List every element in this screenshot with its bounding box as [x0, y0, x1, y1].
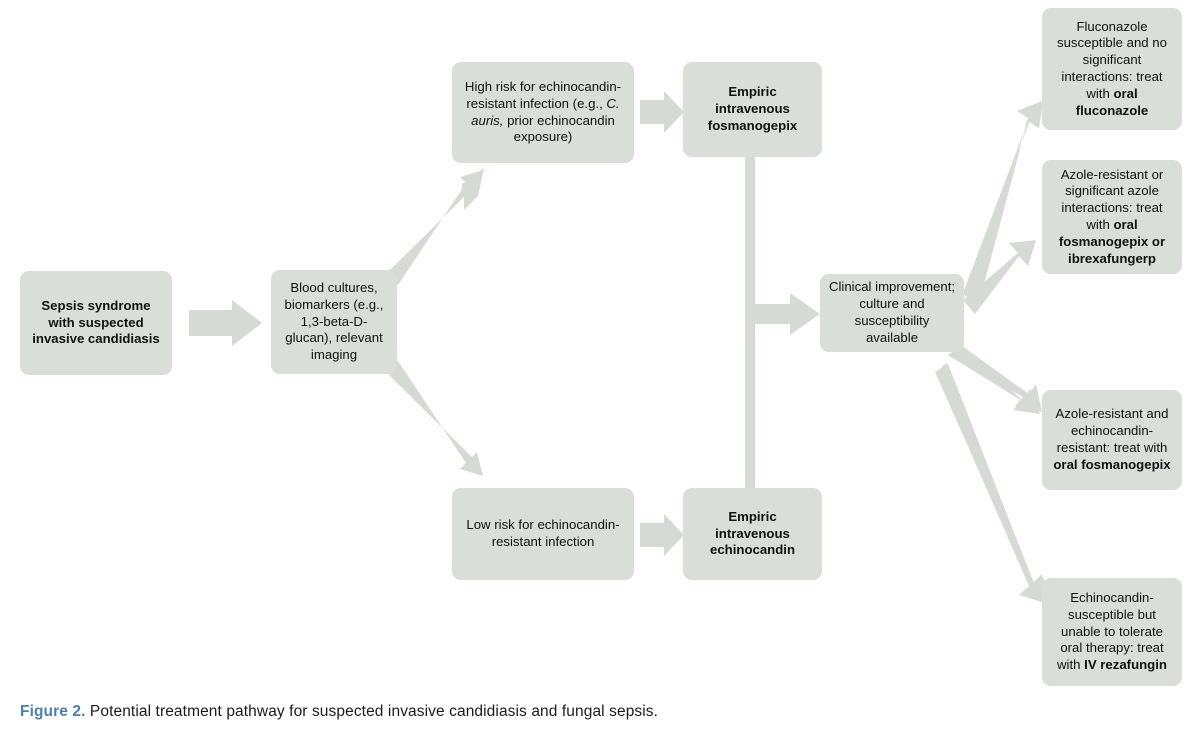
node-sepsis-syndrome[interactable]: Sepsis syndrome with suspected invasive … [20, 271, 172, 375]
arrow-clinical-to-fluconazole-shape [963, 101, 1042, 304]
node-outcome-echinocandin-susceptible-text: Echinocandin-susceptible but unable to t… [1057, 590, 1164, 673]
arrow-clinical-to-fluconazole [962, 103, 1043, 303]
node-sepsis-syndrome-label: Sepsis syndrome with suspected invasive … [32, 297, 160, 347]
figure-caption-text: Potential treatment pathway for suspecte… [89, 703, 659, 720]
node-high-risk-text-part1: High risk for echinocandin-resistant inf… [464, 78, 622, 111]
node-outcome-fluconazole[interactable]: Fluconazole susceptible and no significa… [1042, 8, 1182, 130]
node-outcome-fluconazole-text: Fluconazole susceptible and no significa… [1057, 18, 1167, 101]
arrow-clinical-to-azole-echinocandin-shape [949, 344, 1042, 412]
arrow-cultures-to-high-risk [385, 168, 484, 276]
node-empiric-echinocandin-label: Empiric intravenous echinocandin [710, 508, 795, 558]
arrow-cultures-to-high-risk-shape [387, 170, 483, 285]
node-high-risk[interactable]: High risk for echinocandin-resistant inf… [452, 62, 634, 163]
node-blood-cultures-label: Blood cultures, biomarkers (e.g., 1,3-be… [284, 280, 384, 363]
node-outcome-echinocandin-susceptible-label: Echinocandin-susceptible but unable to t… [1050, 590, 1174, 674]
arrow-clinical-to-echinocandin-susceptible-shape [936, 363, 1045, 603]
arrow-empiric-to-clinical [755, 293, 820, 335]
figure-caption: Figure 2. Potential treatment pathway fo… [20, 703, 658, 721]
node-empiric-echinocandin[interactable]: Empiric intravenous echinocandin [683, 488, 822, 580]
arrow-sepsis-to-cultures [189, 300, 262, 346]
arrow-low-risk-to-echinocandin [640, 514, 684, 556]
node-empiric-fosmanogepix-label: Empiric intravenous fosmanogepix [707, 84, 798, 133]
connector-empiric-spine [745, 157, 755, 488]
node-outcome-azole-echinocandin-resistant-text: Azole-resistant and echinocandin-resista… [1055, 406, 1169, 455]
arrow-clinical-to-echinocandin-susceptible [935, 364, 1046, 604]
node-low-risk[interactable]: Low risk for echinocandin-resistant infe… [452, 488, 634, 580]
arrow-clinical-to-azole-resistant [963, 240, 1036, 314]
node-outcome-azole-resistant-label: Azole-resistant or significant azole int… [1050, 167, 1174, 268]
node-high-risk-label: High risk for echinocandin-resistant inf… [460, 79, 626, 146]
node-blood-cultures[interactable]: Blood cultures, biomarkers (e.g., 1,3-be… [271, 270, 397, 374]
node-outcome-echinocandin-susceptible[interactable]: Echinocandin-susceptible but unable to t… [1042, 578, 1182, 686]
node-low-risk-label: Low risk for echinocandin-resistant infe… [466, 517, 620, 549]
node-clinical-improvement[interactable]: Clinical improvement; culture and suscep… [820, 274, 964, 352]
node-outcome-azole-echinocandin-resistant-drug: oral fosmanogepix [1053, 456, 1171, 472]
node-outcome-azole-resistant[interactable]: Azole-resistant or significant azole int… [1042, 160, 1182, 274]
node-empiric-fosmanogepix[interactable]: Empiric intravenous fosmanogepix [683, 62, 822, 157]
node-high-risk-organism: C. auris, [471, 95, 620, 128]
node-clinical-improvement-label: Clinical improvement; culture and suscep… [828, 279, 956, 345]
node-outcome-azole-echinocandin-resistant[interactable]: Azole-resistant and echinocandin-resista… [1042, 390, 1182, 490]
node-outcome-azole-resistant-drug: oral fosmanogepix or ibrexafungerp [1058, 217, 1166, 266]
node-outcome-azole-echinocandin-resistant-label: Azole-resistant and echinocandin-resista… [1050, 406, 1174, 473]
figure-number: Figure 2. [20, 703, 86, 720]
arrow-clinical-to-azole-echinocandin-resistant [948, 345, 1040, 414]
node-outcome-echinocandin-susceptible-drug: IV rezafungin [1084, 657, 1167, 673]
node-outcome-azole-resistant-text: Azole-resistant or significant azole int… [1060, 166, 1164, 232]
arrow-high-risk-to-fosmanogepix [640, 91, 684, 133]
node-high-risk-text-part2: prior echinocandin exposure) [503, 112, 615, 145]
node-outcome-fluconazole-drug: oral fluconazole [1075, 85, 1149, 118]
node-outcome-fluconazole-label: Fluconazole susceptible and no significa… [1050, 19, 1174, 120]
arrow-cultures-to-low-risk-shape [387, 361, 483, 476]
